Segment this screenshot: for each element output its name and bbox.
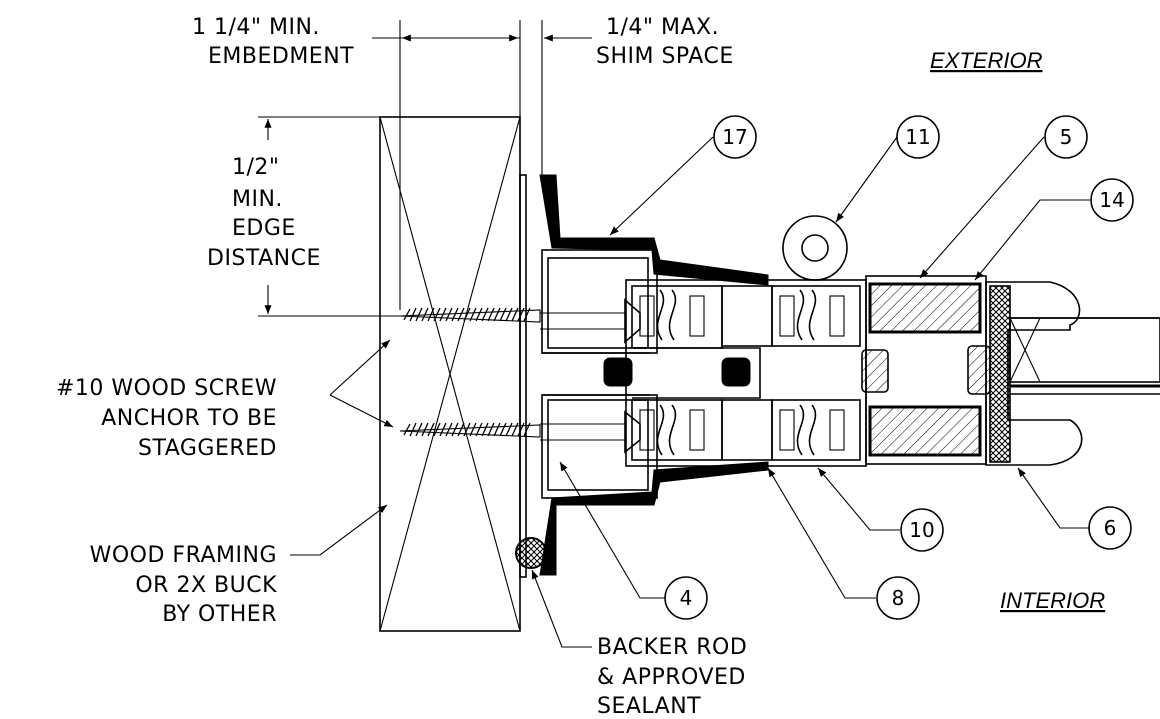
- callout-8: 8: [876, 576, 920, 620]
- receptor-profile: [539, 174, 769, 576]
- callout-8-text: 8: [892, 586, 905, 610]
- edge-label-2: MIN.: [232, 187, 283, 212]
- framing-label-1: WOOD FRAMING: [90, 543, 277, 568]
- callout-17-text: 17: [722, 125, 747, 149]
- callout-11: 11: [896, 115, 940, 159]
- framing-label-3: BY OTHER: [162, 602, 277, 627]
- edge-label-3: EDGE: [232, 216, 296, 241]
- edge-label-4: DISTANCE: [207, 246, 321, 271]
- backer-label-2: & APPROVED: [597, 665, 746, 690]
- framing-label-2: OR 2X BUCK: [135, 573, 277, 598]
- dimension-edge-distance: [258, 116, 400, 317]
- screw-label-1: #10 WOOD SCREW: [56, 376, 277, 401]
- dimension-embedment: [372, 20, 592, 330]
- wood-framing-block: [379, 116, 527, 632]
- callout-6-text: 6: [1104, 516, 1117, 540]
- callout-10-text: 10: [909, 518, 934, 542]
- screw-label-3: STAGGERED: [138, 436, 277, 461]
- callout-leaders: [290, 136, 1090, 648]
- callout-5-text: 5: [1060, 125, 1073, 149]
- shim-label-1: 1/4" MAX.: [606, 15, 719, 40]
- shim-label-2: SHIM SPACE: [596, 44, 734, 69]
- callout-4: 4: [664, 576, 708, 620]
- edge-label-1: 1/2": [232, 155, 280, 180]
- callout-10: 10: [900, 508, 944, 552]
- callout-14: 14: [1090, 178, 1134, 222]
- callout-6: 6: [1088, 506, 1132, 550]
- callout-4-text: 4: [680, 586, 693, 610]
- embedment-label-2: EMBEDMENT: [208, 44, 354, 69]
- sash-glazing: [865, 275, 1160, 466]
- backer-label-1: BACKER ROD: [597, 635, 747, 660]
- callout-17: 17: [713, 115, 757, 159]
- interior-label: INTERIOR: [1000, 588, 1105, 613]
- backer-rod: [515, 537, 547, 569]
- exterior-label: EXTERIOR: [930, 48, 1043, 73]
- cam-handle: [782, 215, 848, 281]
- screw-label-2: ANCHOR TO BE: [101, 406, 277, 431]
- embedment-label-1: 1 1/4" MIN.: [192, 15, 320, 40]
- callout-5: 5: [1044, 115, 1088, 159]
- backer-label-3: SEALANT: [597, 694, 701, 719]
- callout-11-text: 11: [905, 125, 930, 149]
- frame-extrusion: [603, 279, 889, 467]
- wood-screw-upper: [399, 298, 641, 344]
- callout-14-text: 14: [1099, 188, 1124, 212]
